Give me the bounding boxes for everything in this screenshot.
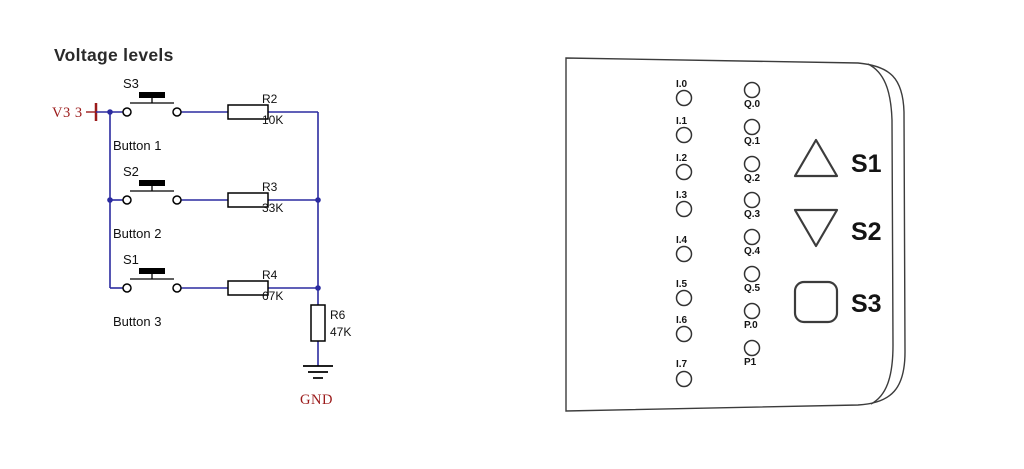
panel-button-s2-label: S2 xyxy=(851,218,882,246)
panel-edge-inner xyxy=(867,63,894,405)
switch-s3 xyxy=(122,92,182,117)
input-port-i2 xyxy=(675,163,693,181)
switch-s3-label: S3 xyxy=(123,76,139,91)
resistor-r2-body xyxy=(227,104,269,120)
plc-panel: I.0 I.1 I.2 I.3 I.4 I.5 I.6 I.7 Q.0 Q.1 … xyxy=(565,57,906,412)
output-label-q3: Q.3 xyxy=(744,209,761,220)
output-port-q2 xyxy=(743,155,761,173)
junction-dot xyxy=(315,285,321,291)
output-port-q1 xyxy=(743,118,761,136)
input-label-i2: I.2 xyxy=(676,153,688,164)
voltage-divider-circuit: Voltage levels V3 3 xyxy=(52,45,351,408)
input-label-i7: I.7 xyxy=(676,359,688,370)
down-arrow-button-icon xyxy=(793,208,839,248)
panel-button-s3-label: S3 xyxy=(851,290,882,318)
square-button-icon xyxy=(793,280,839,324)
output-port-q4 xyxy=(743,228,761,246)
output-label-q1: Q.1 xyxy=(744,136,761,147)
junction-dot xyxy=(107,197,113,203)
output-label-q2: Q.2 xyxy=(744,173,761,184)
input-port-i6 xyxy=(675,325,693,343)
switch-s1-label: S1 xyxy=(123,252,139,267)
switch-s1 xyxy=(122,268,182,293)
switch-s2-label: S2 xyxy=(123,164,139,179)
panel-buttons: S1 S2 S3 xyxy=(793,138,882,324)
output-label-q5: Q.5 xyxy=(744,283,761,294)
input-label-i6: I.6 xyxy=(676,315,688,326)
output-label-p0: P.0 xyxy=(744,320,758,331)
input-label-i1: I.1 xyxy=(676,116,688,127)
circuit-wires xyxy=(96,109,321,366)
resistor-r3-value: 33K xyxy=(262,201,283,215)
switch-cap xyxy=(139,268,165,274)
output-port-p0 xyxy=(743,302,761,320)
gnd-symbol xyxy=(303,365,333,379)
resistor-r2-value: 10K xyxy=(262,113,283,127)
resistor-r6-value: 47K xyxy=(330,325,351,339)
switch-s2 xyxy=(122,180,182,205)
input-label-i5: I.5 xyxy=(676,279,688,290)
button3-label: Button 3 xyxy=(113,314,161,329)
junction-dot xyxy=(315,197,321,203)
input-label-i4: I.4 xyxy=(676,235,688,246)
switch-cap xyxy=(139,180,165,186)
output-label-p1: P1 xyxy=(744,357,757,368)
resistor-r6-name: R6 xyxy=(330,308,346,322)
input-port-i0 xyxy=(675,89,693,107)
resistor-r6-body xyxy=(310,304,326,342)
output-port-q5 xyxy=(743,265,761,283)
circuit-title: Voltage levels xyxy=(54,45,174,65)
input-port-i3 xyxy=(675,200,693,218)
resistor-r3-body xyxy=(227,192,269,208)
resistor-r4-value: 67K xyxy=(262,289,283,303)
output-port-q3 xyxy=(743,191,761,209)
input-port-i1 xyxy=(675,126,693,144)
input-label-i0: I.0 xyxy=(676,79,688,90)
input-label-i3: I.3 xyxy=(676,190,688,201)
resistor-r3-name: R3 xyxy=(262,180,278,194)
input-port-i7 xyxy=(675,370,693,388)
input-port-i4 xyxy=(675,245,693,263)
output-port-q0 xyxy=(743,81,761,99)
power-source-label: V3 3 xyxy=(52,105,83,121)
button1-label: Button 1 xyxy=(113,138,161,153)
panel-button-s1-label: S1 xyxy=(851,150,882,178)
output-label-q0: Q.0 xyxy=(744,99,761,110)
resistor-r2-name: R2 xyxy=(262,92,278,106)
switch-cap xyxy=(139,92,165,98)
junction-dot xyxy=(107,109,113,115)
output-column: Q.0 Q.1 Q.2 Q.3 Q.4 Q.5 P.0 P1 xyxy=(743,81,761,368)
output-port-p1 xyxy=(743,339,761,357)
power-terminal xyxy=(86,103,98,121)
resistor-r4-body xyxy=(227,280,269,296)
output-label-q4: Q.4 xyxy=(744,246,761,257)
up-arrow-button-icon xyxy=(793,138,839,178)
gnd-label: GND xyxy=(300,392,333,408)
input-column: I.0 I.1 I.2 I.3 I.4 I.5 I.6 I.7 xyxy=(675,79,693,388)
resistor-r4-name: R4 xyxy=(262,268,278,282)
button2-label: Button 2 xyxy=(113,226,161,241)
input-port-i5 xyxy=(675,289,693,307)
